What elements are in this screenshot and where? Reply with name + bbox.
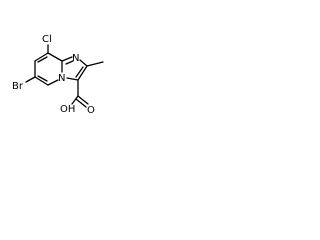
bond-c2-c3-inner [75, 66, 84, 78]
bond-c2-methyl [86, 61, 104, 67]
atom-label-br: Br [12, 81, 24, 92]
atom-label-n-bridge: N [58, 73, 65, 84]
bonds [25, 44, 104, 108]
molecule-structure-diagram: Cl N N Br OH O [12, 34, 104, 116]
atom-label-cl: Cl [42, 34, 52, 45]
bond-c3-n-bridge [66, 77, 79, 81]
bond-c5-c6 [34, 76, 49, 86]
atom-label-o-carbonyl: O [87, 105, 95, 116]
bond-c7-c8-inner [37, 56, 48, 63]
bond-c8-c8a [47, 52, 63, 62]
bond-c8a-n-imidazole [61, 56, 73, 62]
bond-carboxyl-c-oh [71, 95, 79, 105]
bond-c5-c6-inner [37, 75, 48, 82]
bond-carboxyl-c-o-double-inner [75, 98, 87, 108]
bond-n-imidazole-c2 [79, 59, 88, 67]
bond-c6-br [25, 76, 36, 83]
bond-carboxyl-c-o-double-outer [77, 95, 89, 105]
bond-n-bridge-c5 [47, 79, 59, 86]
bond-c8a-n-imidazole-inner [65, 60, 74, 65]
atom-label-oh: OH [60, 104, 75, 115]
atom-label-n-imidazole: N [72, 53, 79, 64]
bond-c2-c3 [77, 65, 88, 81]
bond-c7-c8 [34, 52, 49, 62]
atom-labels: Cl N N Br OH O [12, 34, 95, 116]
